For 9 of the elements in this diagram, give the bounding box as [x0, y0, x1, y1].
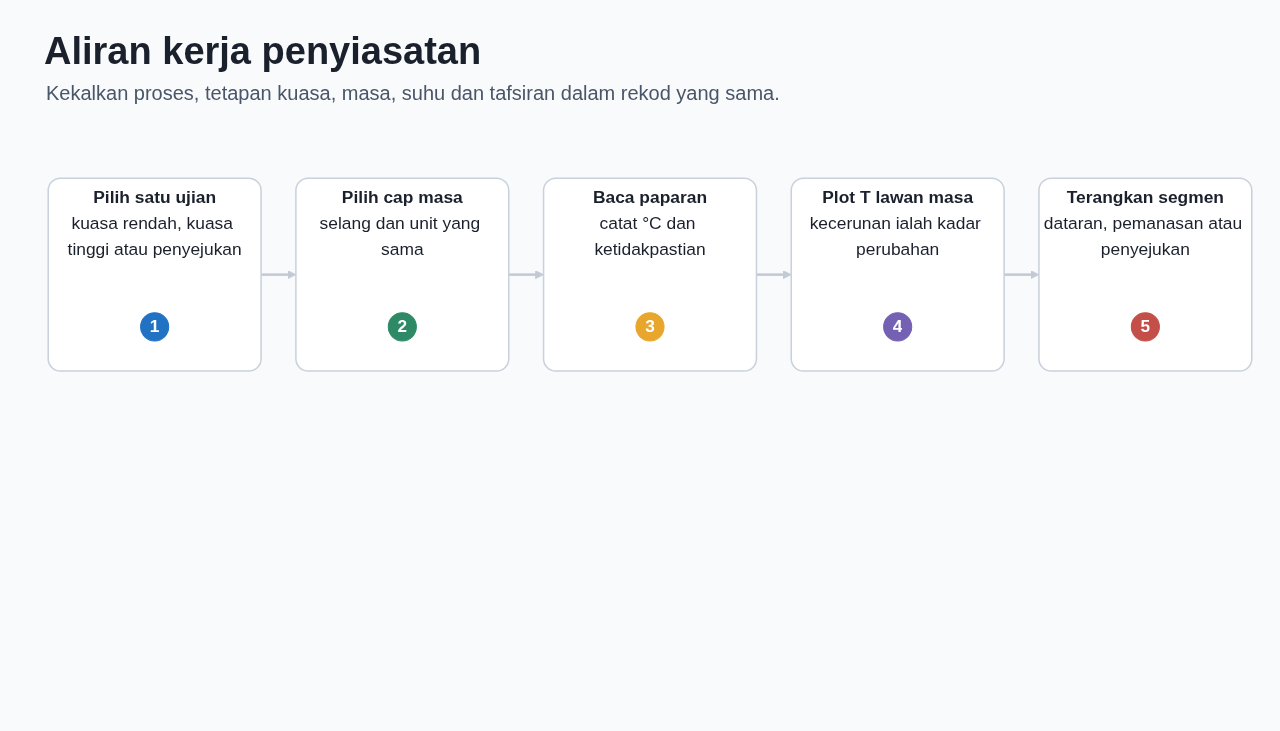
title: Aliran kerja penyiasatan: [44, 30, 482, 73]
node-circle: 5: [1130, 312, 1160, 342]
node-circle: 1: [140, 312, 170, 342]
node-circle: 2: [387, 312, 417, 342]
node-circle: 3: [635, 312, 665, 342]
node-circle: 4: [883, 312, 913, 342]
arrow: [756, 270, 792, 280]
subtitle: Kekalkan proses, tetapan kuasa, masa, suhu dan tafsiran dalam rekod yang sama.: [46, 82, 780, 105]
arrow: [508, 270, 544, 280]
